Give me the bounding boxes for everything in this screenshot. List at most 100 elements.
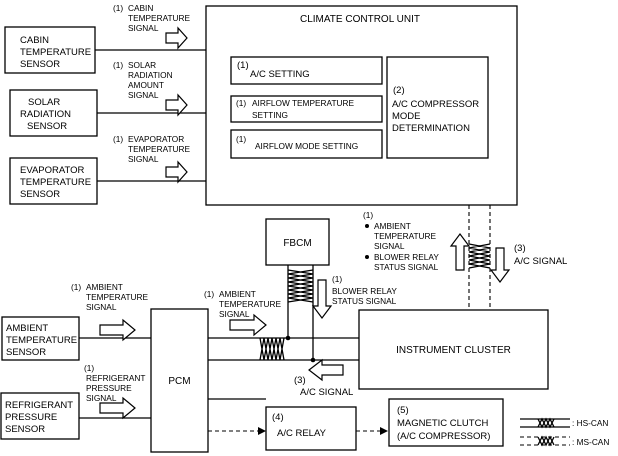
ac-setting-box xyxy=(230,56,383,85)
refrig-sensor-line1: REFRIGERANT xyxy=(5,400,73,411)
ambient-temperature-sensor-box xyxy=(1,316,80,361)
airflow-temperature-line1: AIRFLOW TEMPERATURE xyxy=(252,98,354,108)
solar-sensor-line3: SENSOR xyxy=(27,121,67,132)
ambient-sensor-line3: SENSOR xyxy=(6,347,46,358)
ccu-cluster-ambient-line1: AMBIENT xyxy=(374,221,411,231)
compressor-determination-number: (2) xyxy=(393,85,405,96)
ambient-pcm-line2: TEMPERATURE xyxy=(86,292,149,302)
ambient-cluster-line3: SIGNAL xyxy=(219,309,250,319)
solar-signal-number: (1) xyxy=(113,60,123,70)
refrig-pcm-line2: PRESSURE xyxy=(86,383,132,393)
ac-signal-ccu-label: A/C SIGNAL xyxy=(514,256,567,267)
cabin-signal-line3: SIGNAL xyxy=(128,23,159,33)
blower-relay-down-arrow-icon xyxy=(311,279,333,319)
ambient-cluster-number: (1) xyxy=(204,289,214,299)
junction-right-icon xyxy=(310,357,316,363)
instrument-cluster-box xyxy=(358,309,549,390)
evap-sensor-line3: SENSOR xyxy=(20,189,60,200)
cabin-signal-arrow-icon xyxy=(165,26,188,50)
instrument-cluster-label: INSTRUMENT CLUSTER xyxy=(396,345,511,356)
solar-sensor-line1: SOLAR xyxy=(28,97,60,108)
ccu-cluster-ambient-line2: TEMPERATURE xyxy=(374,231,437,241)
ambient-to-cluster-arrow-icon xyxy=(229,313,267,337)
pcm-box xyxy=(150,308,209,453)
cabin-temperature-sensor-box xyxy=(4,26,96,74)
fbcm-label: FBCM xyxy=(283,238,311,249)
compressor-determination-box xyxy=(386,56,489,159)
solar-signal-line2: RADIATION xyxy=(128,70,173,80)
climate-control-unit-title: CLIMATE CONTROL UNIT xyxy=(300,14,420,25)
legend-hs-can-twist-icon xyxy=(537,417,555,429)
junction-left-icon xyxy=(285,335,291,341)
evap-signal-arrow-icon xyxy=(165,160,188,184)
evap-signal-line3: SIGNAL xyxy=(128,154,159,164)
ambient-pcm-line3: SIGNAL xyxy=(86,302,117,312)
refrig-sensor-line3: SENSOR xyxy=(5,424,45,435)
ambient-pcm-number: (1) xyxy=(71,282,81,292)
evaporator-temperature-sensor-box xyxy=(9,157,98,205)
airflow-temperature-number: (1) xyxy=(236,98,246,108)
airflow-temperature-box xyxy=(230,95,383,123)
solar-signal-line1: SOLAR xyxy=(128,60,156,70)
magnetic-clutch-line2: (A/C COMPRESSOR) xyxy=(397,431,490,442)
pcm-cluster-twisted-pair-icon xyxy=(259,337,285,361)
pcm-label: PCM xyxy=(168,376,190,387)
ambient-sensor-line2: TEMPERATURE xyxy=(6,335,77,346)
ccu-cluster-signal-number: (1) xyxy=(363,210,373,220)
solar-sensor-line2: RADIATION xyxy=(20,109,71,120)
ac-relay-box xyxy=(265,406,357,451)
bullet-ambient-icon xyxy=(365,224,369,228)
ac-setting-number: (1) xyxy=(237,60,249,71)
compressor-determination-line3: DETERMINATION xyxy=(392,123,470,134)
solar-signal-arrow-icon xyxy=(165,93,188,117)
ccu-to-cluster-arrow-icon xyxy=(489,247,511,283)
evap-signal-number: (1) xyxy=(113,134,123,144)
cabin-sensor-line2: TEMPERATURE xyxy=(20,47,91,58)
ambient-cluster-line1: AMBIENT xyxy=(219,289,256,299)
ccu-cluster-blower-line1: BLOWER RELAY xyxy=(374,252,439,262)
cabin-signal-line1: CABIN xyxy=(128,3,153,13)
relay-clutch-arrowhead-icon xyxy=(380,427,388,435)
refrig-pcm-number: (1) xyxy=(84,363,94,373)
refrig-pcm-line3: SIGNAL xyxy=(86,393,117,403)
cabin-signal-number: (1) xyxy=(113,3,123,13)
refrigerant-pressure-sensor-box xyxy=(0,392,80,440)
evap-signal-line1: EVAPORATOR xyxy=(128,134,184,144)
magnetic-clutch-line1: MAGNETIC CLUTCH xyxy=(397,418,488,429)
ambient-pcm-line1: AMBIENT xyxy=(86,282,123,292)
refrig-pcm-line1: REFRIGERANT xyxy=(86,373,145,383)
evap-sensor-line2: TEMPERATURE xyxy=(20,177,91,188)
airflow-mode-number: (1) xyxy=(236,134,246,144)
refrig-to-pcm-arrow-icon xyxy=(99,396,136,420)
fbcm-twisted-pair-icon xyxy=(287,269,314,303)
ccu-cluster-blower-line2: STATUS SIGNAL xyxy=(374,262,439,272)
ccu-cluster-twisted-pair-icon xyxy=(468,243,491,269)
refrig-sensor-line2: PRESSURE xyxy=(5,412,57,423)
magnetic-clutch-box xyxy=(388,398,504,447)
airflow-mode-label: AIRFLOW MODE SETTING xyxy=(255,141,358,151)
pcm-relay-arrowhead-icon xyxy=(258,427,266,435)
cabin-sensor-line3: SENSOR xyxy=(20,59,60,70)
evap-sensor-line1: EVAPORATOR xyxy=(20,165,85,176)
legend-hs-can-label: : HS-CAN xyxy=(572,418,608,428)
cabin-sensor-line1: CABIN xyxy=(20,35,49,46)
airflow-mode-box xyxy=(230,129,383,159)
cluster-to-ccu-arrow-icon xyxy=(449,233,471,271)
ambient-to-pcm-arrow-icon xyxy=(99,318,136,342)
compressor-determination-line2: MODE xyxy=(392,111,421,122)
magnetic-clutch-number: (5) xyxy=(397,405,409,416)
ac-relay-number: (4) xyxy=(272,412,284,423)
cabin-signal-line2: TEMPERATURE xyxy=(128,13,191,23)
blower-fbcm-line1: BLOWER RELAY xyxy=(332,286,397,296)
blower-fbcm-number: (1) xyxy=(332,274,342,284)
ambient-sensor-line1: AMBIENT xyxy=(6,323,48,334)
ac-signal-to-pcm-arrow-icon xyxy=(308,358,344,382)
compressor-determination-line1: A/C COMPRESSOR xyxy=(392,99,479,110)
ac-signal-ccu-number: (3) xyxy=(514,243,526,254)
bullet-blower-icon xyxy=(365,255,369,259)
legend-ms-can-twist-icon xyxy=(537,435,555,447)
fbcm-box xyxy=(265,218,330,266)
ccu-cluster-ambient-line3: SIGNAL xyxy=(374,241,405,251)
blower-fbcm-line2: STATUS SIGNAL xyxy=(332,296,397,306)
